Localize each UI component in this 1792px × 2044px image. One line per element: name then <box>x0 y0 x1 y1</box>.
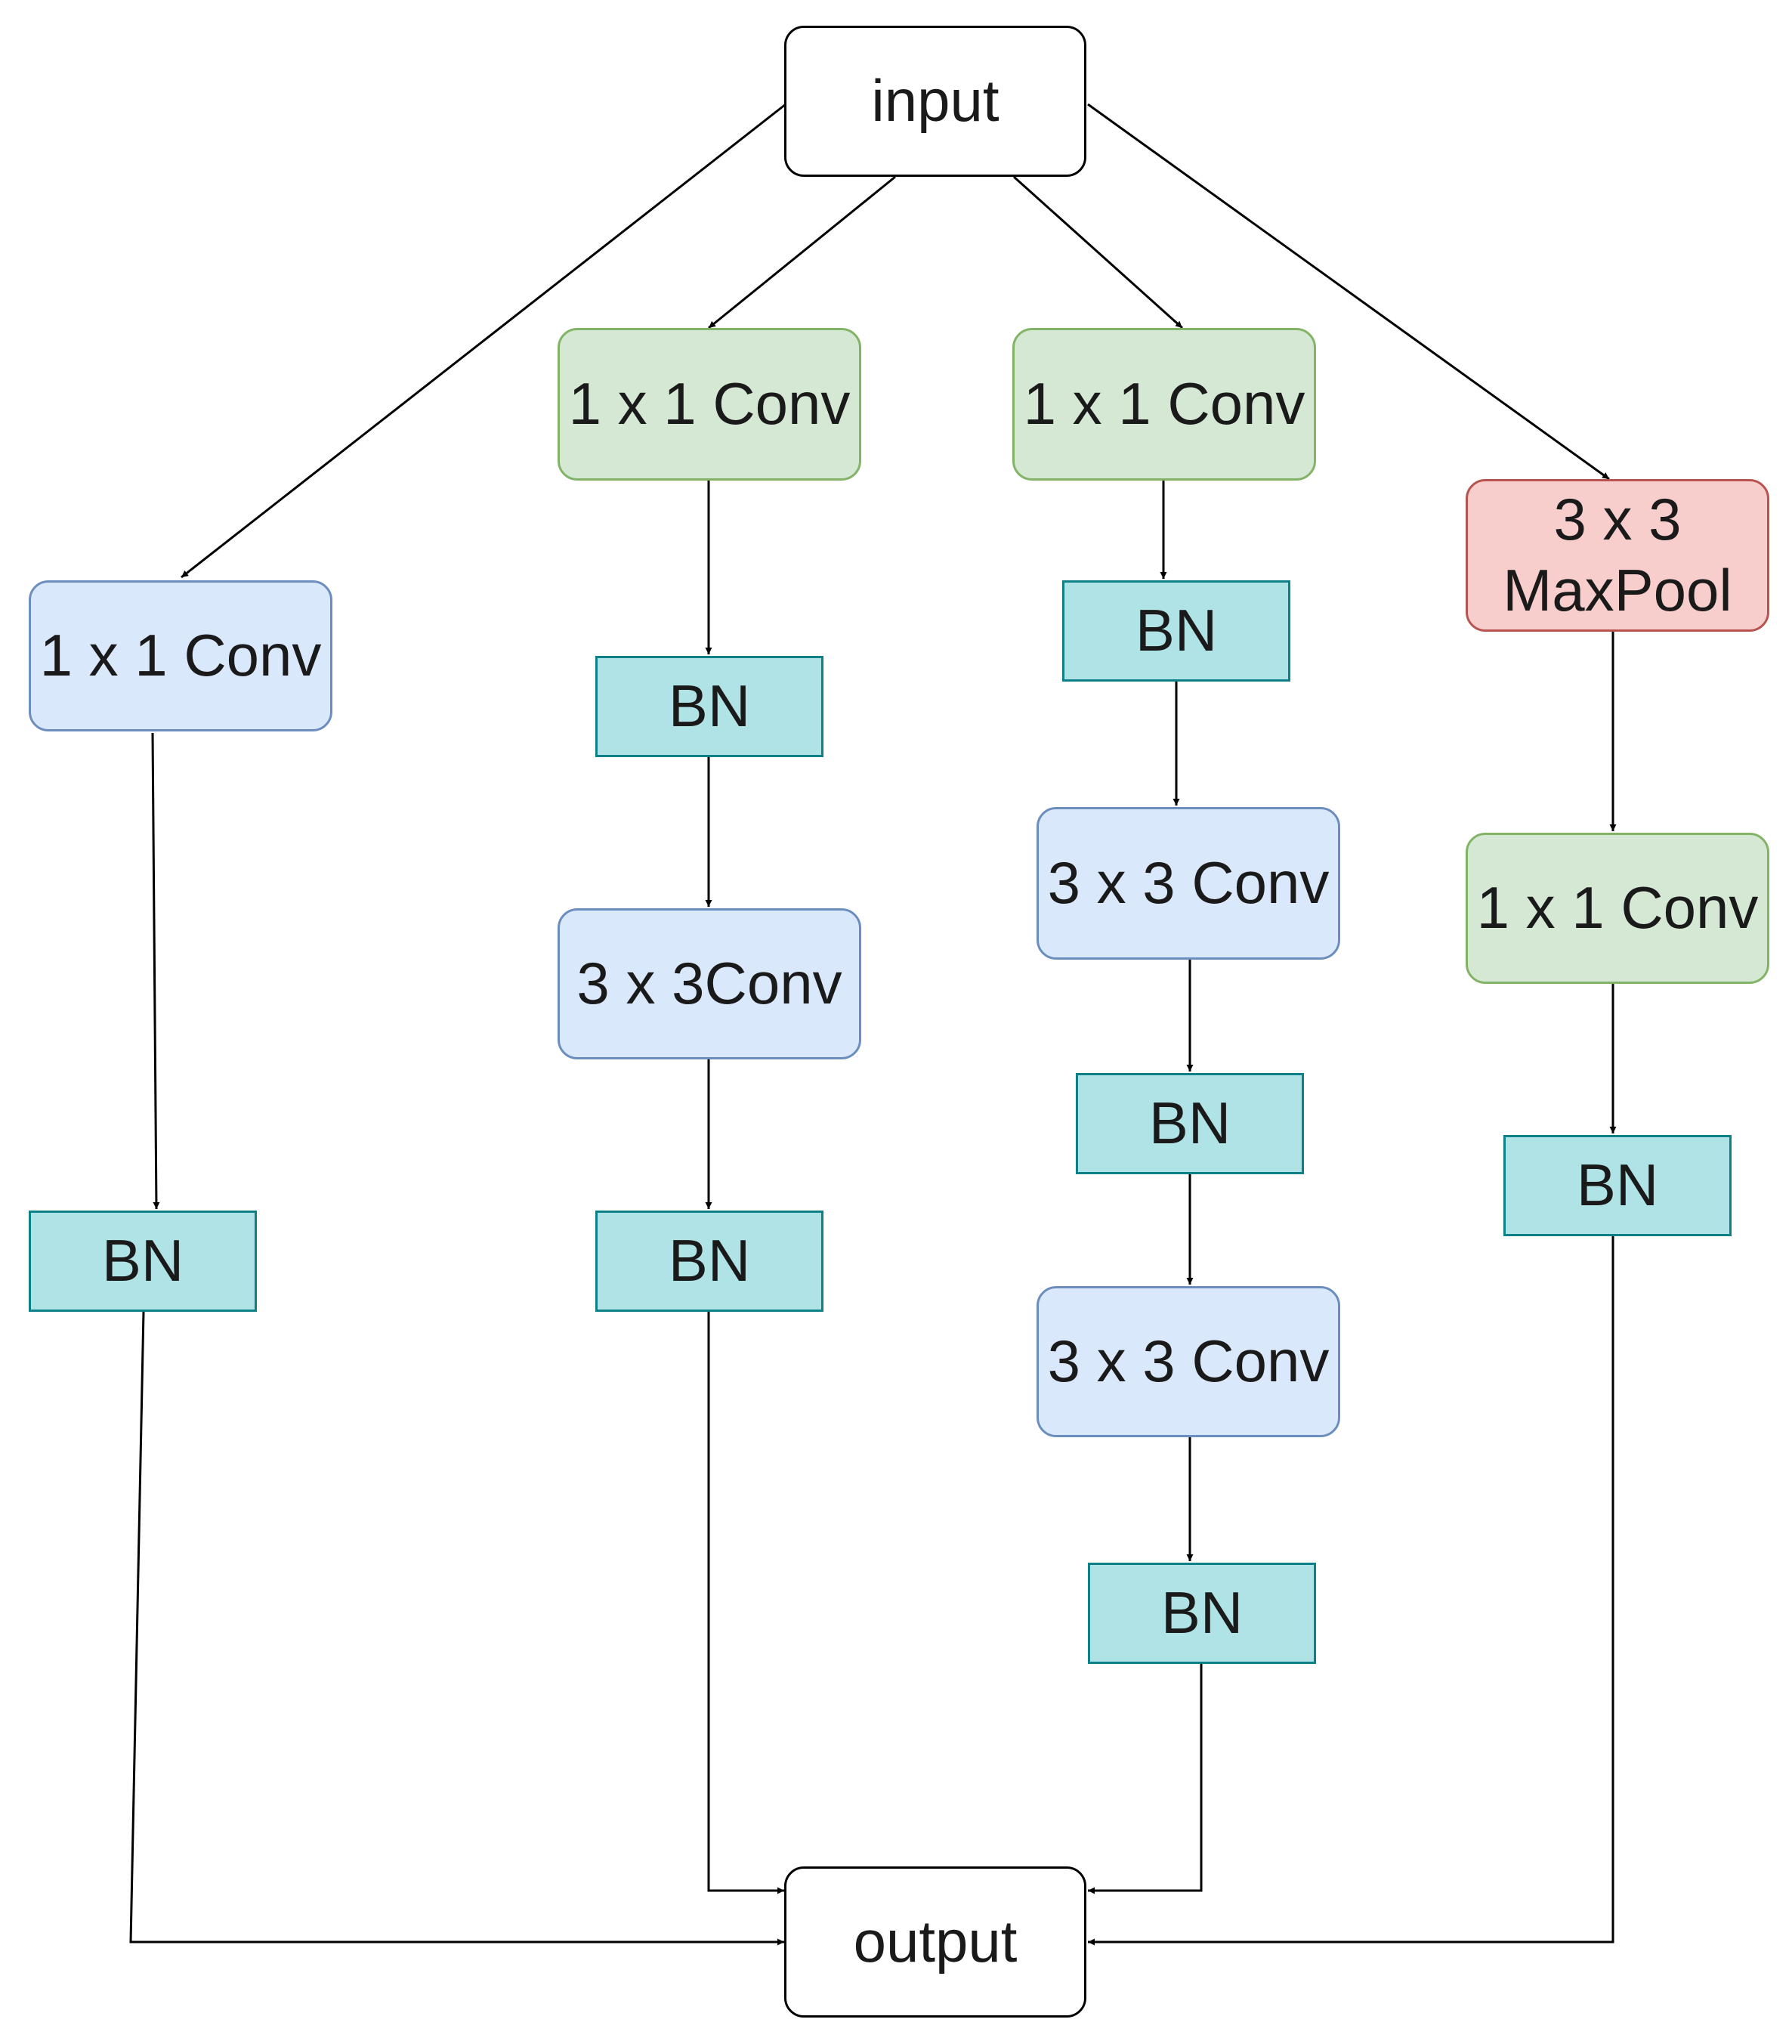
edge-input-to-b1-conv <box>181 103 786 579</box>
b2-bn1-node: BN <box>595 656 823 757</box>
b2-conv3x3-node: 3 x 3Conv <box>558 908 861 1059</box>
b3-bn3-node: BN <box>1088 1563 1316 1664</box>
b3-conv1x1-node: 1 x 1 Conv <box>1012 328 1316 481</box>
output-node: output <box>784 1866 1086 2018</box>
edge-b1-conv-to-bn <box>151 732 160 1210</box>
edge-input-to-b3-conv <box>1012 175 1184 329</box>
b4-conv1x1-node: 1 x 1 Conv <box>1466 833 1769 984</box>
input-node: input <box>784 26 1086 177</box>
edge-b1-bn-to-output <box>129 1311 784 1946</box>
edge-b4-bn-to-output <box>1088 1236 1614 1946</box>
edge-b2-bn2-to-output <box>707 1312 784 1894</box>
edge-input-to-b2-conv <box>708 175 896 329</box>
b1-bn-node: BN <box>29 1211 257 1312</box>
edge-input-to-b4-maxpool <box>1087 103 1610 481</box>
b4-maxpool-node: 3 x 3 MaxPool <box>1466 479 1769 632</box>
b2-conv1x1-node: 1 x 1 Conv <box>558 328 861 481</box>
b3-bn1-node: BN <box>1062 580 1290 682</box>
edge-b3-bn3-to-output <box>1088 1664 1203 1894</box>
b1-conv1x1-node: 1 x 1 Conv <box>29 580 332 731</box>
b4-bn-node: BN <box>1503 1135 1732 1236</box>
b2-bn2-node: BN <box>595 1211 823 1312</box>
b3-bn2-node: BN <box>1076 1073 1304 1174</box>
b3-conv3x3a-node: 3 x 3 Conv <box>1037 807 1340 960</box>
b3-conv3x3b-node: 3 x 3 Conv <box>1037 1286 1340 1437</box>
